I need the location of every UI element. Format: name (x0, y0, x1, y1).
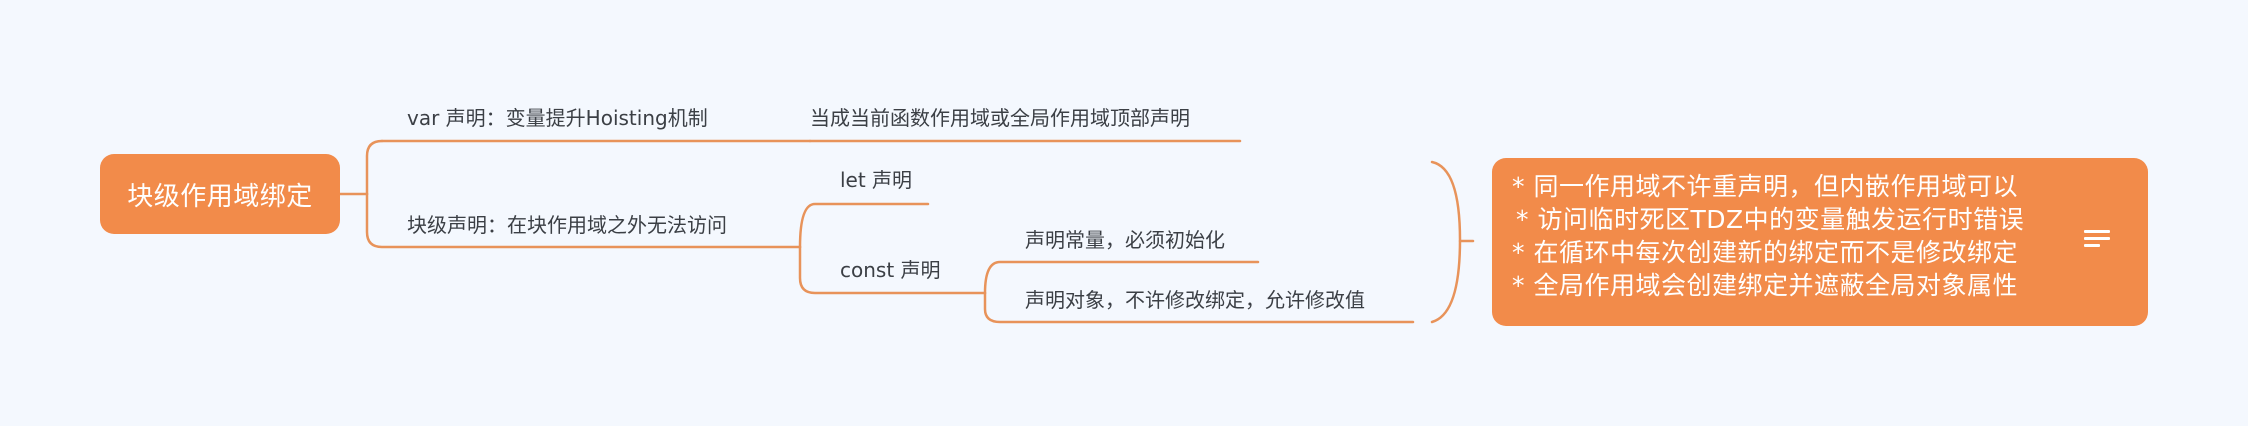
node-const-must-initialize[interactable]: 声明常量，必须初始化 (1025, 228, 1225, 252)
branch-block-declaration[interactable]: 块级声明：在块作用域之外无法访问 (407, 213, 727, 237)
node-let-declaration[interactable]: let 声明 (840, 168, 913, 192)
notes-icon[interactable] (2084, 228, 2110, 250)
node-const-object-binding[interactable]: 声明对象，不许修改绑定，允许修改值 (1025, 288, 1365, 312)
summary-line-2: * 访问临时死区TDZ中的变量触发运行时错误 (1516, 205, 2025, 234)
root-node[interactable]: 块级作用域绑定 (100, 154, 340, 234)
summary-node[interactable]: * 同一作用域不许重声明，但内嵌作用域可以 * 访问临时死区TDZ中的变量触发运… (1492, 158, 2148, 326)
node-const-declaration[interactable]: const 声明 (840, 258, 941, 282)
summary-line-4: * 全局作用域会创建绑定并遮蔽全局对象属性 (1512, 271, 2018, 300)
summary-line-1: * 同一作用域不许重声明，但内嵌作用域可以 (1512, 172, 2018, 201)
summary-line-3: * 在循环中每次创建新的绑定而不是修改绑定 (1512, 238, 2018, 267)
root-node-label: 块级作用域绑定 (127, 181, 313, 212)
node-var-hoisting-detail[interactable]: 当成当前函数作用域或全局作用域顶部声明 (810, 106, 1190, 130)
branch-var-declaration[interactable]: var 声明：变量提升Hoisting机制 (407, 106, 708, 130)
